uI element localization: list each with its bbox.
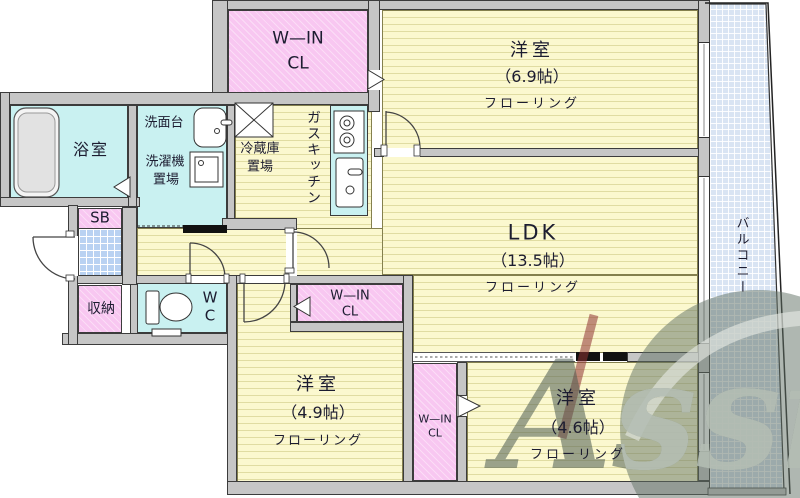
sliding-door-panel (576, 352, 600, 361)
ldk-floor (382, 149, 698, 275)
label-bedroom-49-name: 洋室 (296, 374, 340, 395)
label-washer-2: 置場 (152, 172, 180, 188)
front-door-opening (68, 236, 78, 276)
label-bedroom-69-size: （6.9帖） (495, 67, 569, 86)
kitchen-unit (330, 105, 368, 216)
window-bedroom-69 (698, 42, 710, 138)
wall (212, 0, 228, 93)
corridor-floor (137, 228, 420, 278)
label-gas-kitchen: ガスキッチン (305, 110, 321, 206)
wall (457, 362, 467, 396)
label-wicl-46-2: CL (428, 426, 442, 440)
wall (374, 148, 710, 157)
window-ldk (698, 176, 710, 344)
window-bedroom-46 (698, 372, 710, 452)
corridor-door-opening (286, 230, 297, 276)
label-bedroom-69-finish: フローリング (483, 96, 581, 112)
bedroom-49-door-opening (244, 276, 285, 283)
label-washer-1: 洗濯機 (145, 154, 185, 170)
entrance-tile (78, 228, 122, 277)
label-ldk-size: （13.5帖） (491, 251, 575, 270)
label-washbasin: 洗面台 (144, 115, 184, 131)
label-ldk-finish: フローリング (484, 280, 582, 296)
wall (290, 322, 413, 332)
walkin-closet-49 (297, 284, 403, 322)
label-storage: 収納 (87, 301, 115, 317)
wall (0, 92, 380, 105)
toilet-door-opening (190, 276, 225, 283)
label-bedroom-46-size: （4.6帖） (541, 418, 615, 437)
wall (368, 0, 380, 112)
label-wicl-49-1: W—IN (330, 288, 370, 304)
label-bathroom: 浴室 (72, 140, 110, 159)
storage-closet (78, 285, 122, 333)
wicl-top-opening (368, 70, 380, 90)
wall (68, 275, 413, 284)
wall (0, 92, 10, 207)
label-bedroom-69-name: 洋室 (510, 40, 554, 61)
wall (227, 481, 710, 495)
label-toilet-2: C (204, 306, 216, 325)
label-wicl-49-2: CL (341, 304, 359, 320)
bathroom-floor (10, 105, 128, 198)
wall (457, 416, 467, 482)
label-wicl-top-1: W—IN (272, 28, 324, 49)
wall (290, 284, 297, 322)
label-bedroom-46-finish: フローリング (529, 447, 627, 463)
sliding-door-panel (603, 352, 627, 361)
label-fridge-2: 置場 (246, 159, 274, 175)
label-ldk-name: LDK (507, 220, 559, 245)
walkin-closet-46 (413, 363, 457, 481)
bedroom-69-floor (382, 10, 698, 149)
label-bedroom-46-name: 洋室 (556, 388, 600, 409)
label-fridge-1: 冷蔵庫 (240, 141, 280, 157)
label-balcony: バルコニー (733, 216, 749, 296)
label-wicl-top-2: CL (287, 53, 309, 74)
label-toilet-1: W (202, 288, 218, 307)
wall (212, 0, 710, 10)
wall (222, 218, 297, 230)
walkin-closet-top (228, 10, 368, 93)
balcony-area (710, 3, 784, 492)
ldk-46-opening (413, 352, 575, 362)
label-wicl-46-1: W—IN (418, 412, 452, 426)
label-shoe-box: SB (90, 208, 110, 227)
wall (227, 275, 237, 485)
wall (403, 275, 413, 485)
wall (62, 333, 232, 345)
bedroom-69-door-opening (384, 148, 420, 157)
wall (227, 105, 235, 230)
wall (122, 207, 137, 285)
label-bedroom-49-finish: フローリング (272, 433, 364, 449)
wall (128, 105, 137, 207)
label-bedroom-49-size: （4.9帖） (281, 403, 355, 422)
